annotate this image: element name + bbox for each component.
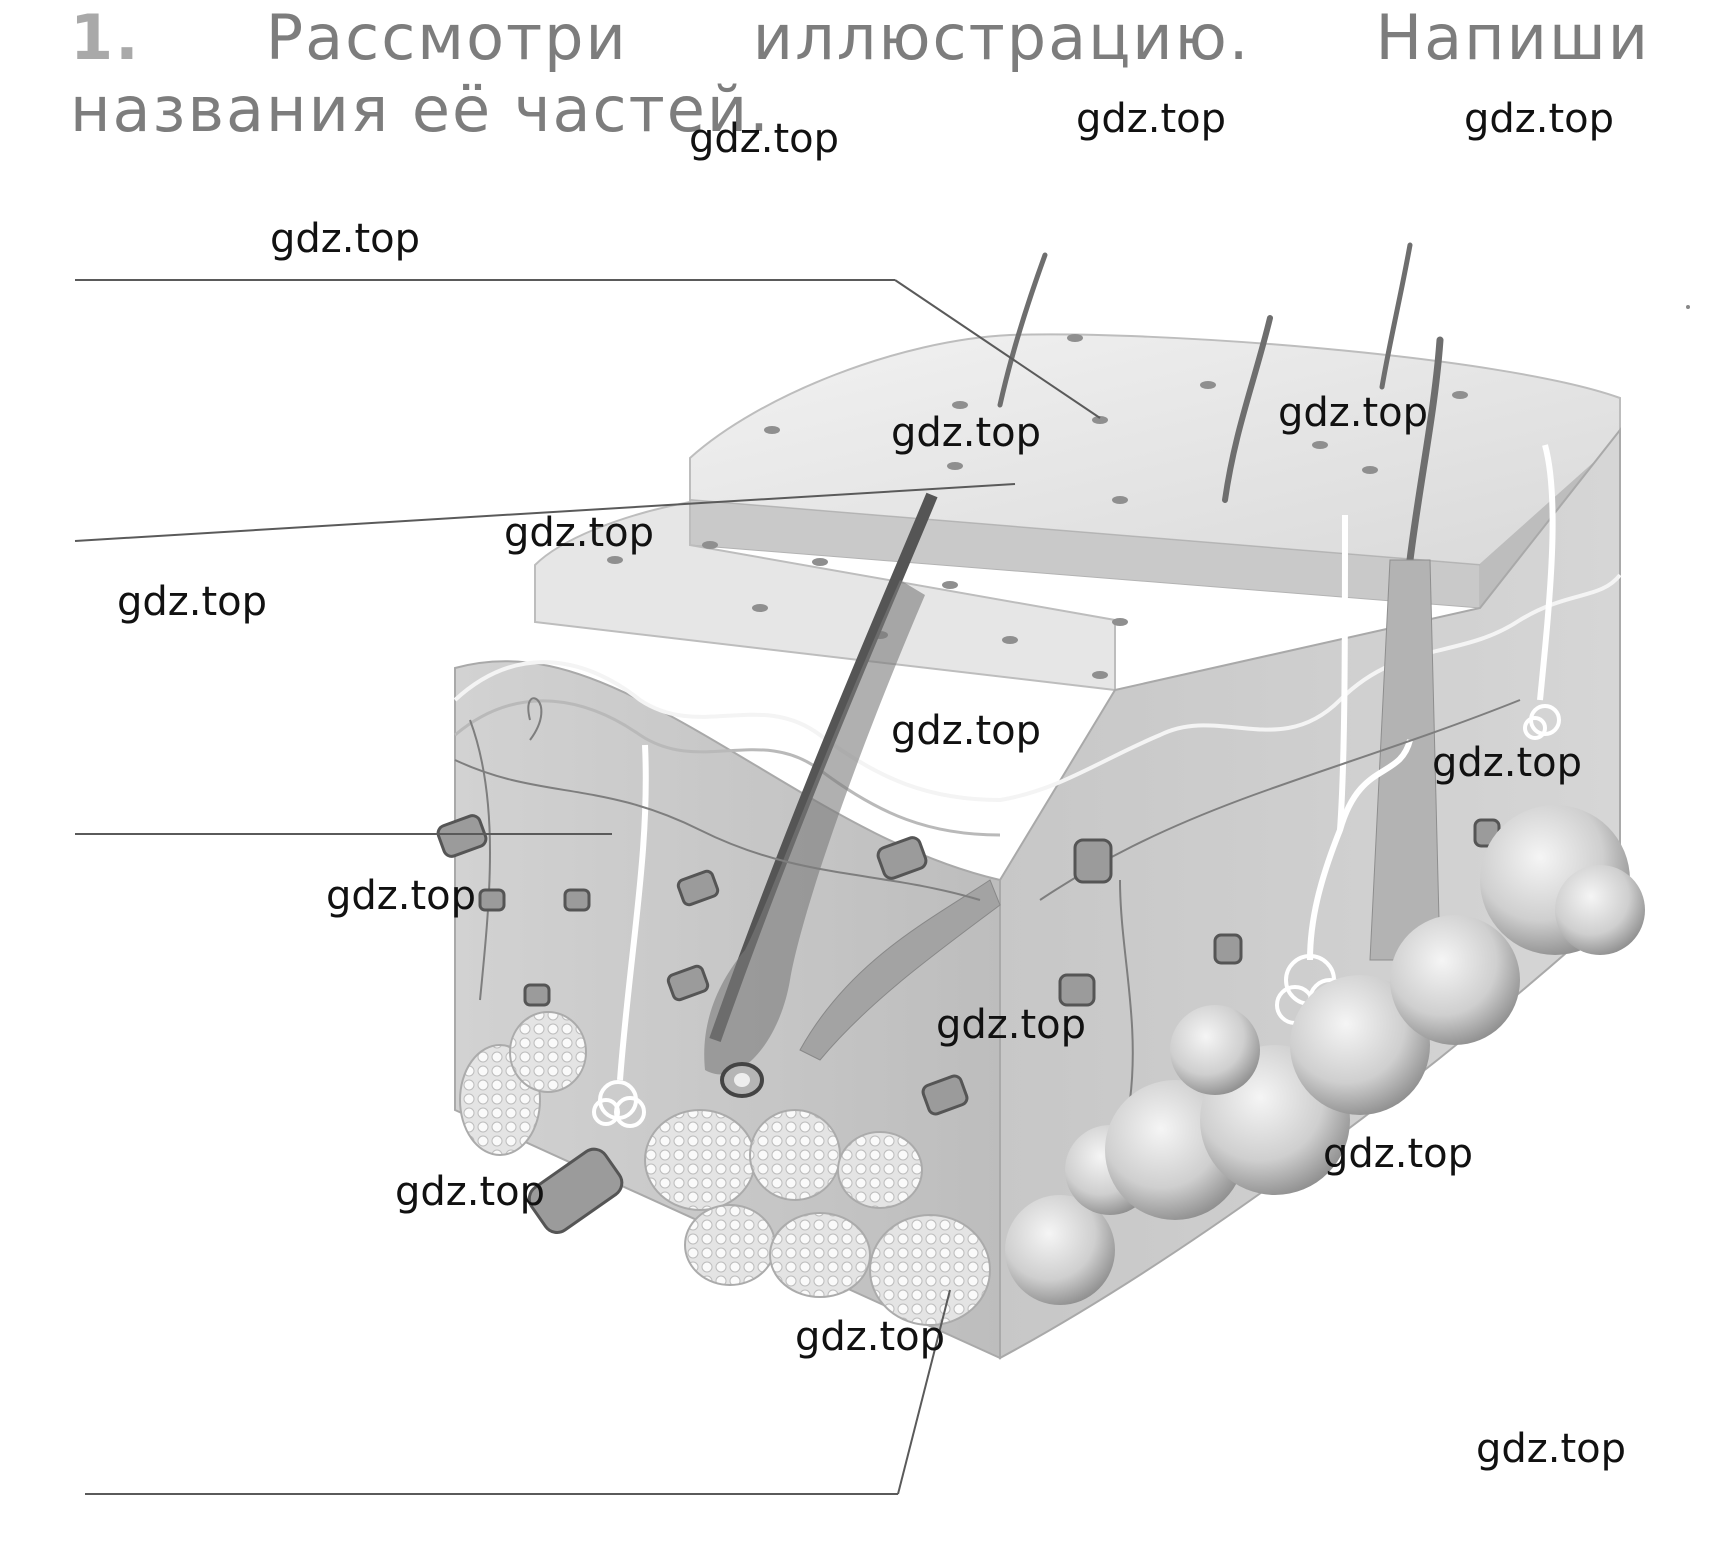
watermark: gdz.top [936, 1002, 1087, 1048]
answer-line-2[interactable] [74, 483, 1016, 542]
leader-line-4 [897, 1289, 951, 1495]
watermark: gdz.top [1278, 390, 1429, 436]
watermark: gdz.top [891, 410, 1042, 456]
watermark: gdz.top [795, 1314, 946, 1360]
skin-block [436, 242, 1645, 1360]
watermark: gdz.top [395, 1169, 546, 1215]
task-number: 1. [70, 1, 141, 74]
leader-line-1 [894, 279, 1101, 419]
watermark: gdz.top [689, 116, 840, 162]
watermark: gdz.top [891, 708, 1042, 754]
watermark: gdz.top [117, 579, 268, 625]
watermark: gdz.top [1323, 1131, 1474, 1177]
watermark: gdz.top [1432, 740, 1583, 786]
task-instruction: Рассмотри иллюстрацию. Напиши названия е… [70, 1, 1650, 146]
watermark: gdz.top [1476, 1426, 1627, 1472]
task-text: 1. Рассмотри иллюстрацию. Напиши названи… [70, 2, 1650, 146]
watermark: gdz.top [326, 873, 477, 919]
watermark: gdz.top [504, 510, 655, 556]
stray-dot [1686, 305, 1690, 309]
watermark: gdz.top [270, 216, 421, 262]
watermark: gdz.top [1076, 96, 1227, 142]
watermark: gdz.top [1464, 96, 1615, 142]
